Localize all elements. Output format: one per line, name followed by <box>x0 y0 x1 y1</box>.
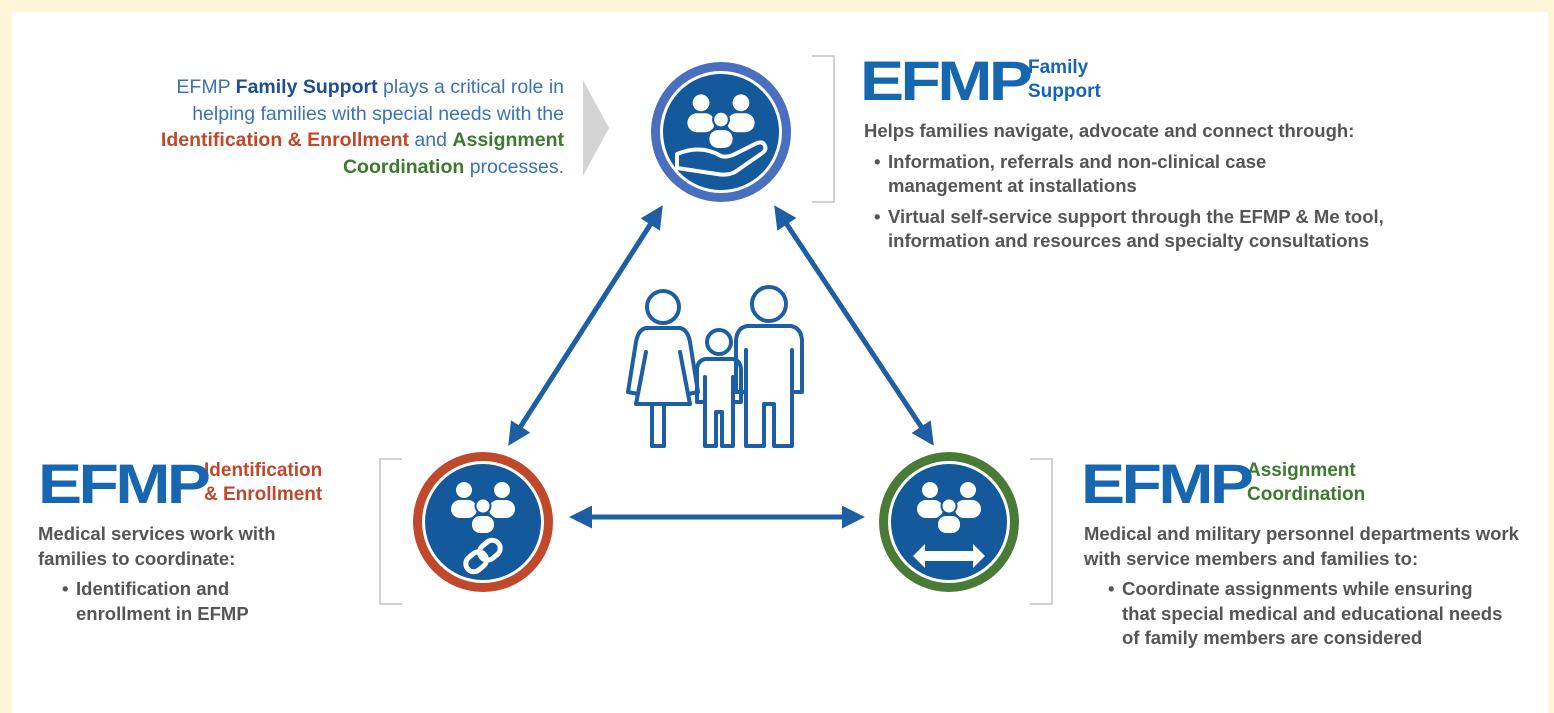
family-support-description: Helps families navigate, advocate and co… <box>864 119 1504 260</box>
assignment-heading: EFMP Assignment Coordination <box>1081 452 1366 515</box>
family-support-bullets: Information, referrals and non-clinical … <box>864 150 1504 254</box>
identification-bullet: Identification and enrollment in EFMP <box>52 577 348 626</box>
bracket-left <box>379 458 402 605</box>
intro-part-2: plays a critical role in helping familie… <box>192 76 564 125</box>
family-support-heading: EFMP Family Support <box>860 49 1101 112</box>
family-support-bullet: Virtual self-service support through the… <box>864 205 1504 254</box>
intro-family-support: Family Support <box>235 76 378 98</box>
identification-heading: EFMP Identification & Enrollment <box>38 452 323 515</box>
family-in-hand-icon <box>651 62 791 202</box>
bracket-right <box>1030 458 1053 605</box>
family-figures-icon <box>626 285 804 448</box>
identification-bullets: Identification and enrollment in EFMP <box>38 577 348 626</box>
intro-identification-enrollment: Identification & Enrollment <box>160 129 410 151</box>
assignment-bullet: Coordinate assignments while ensuring th… <box>1098 577 1524 651</box>
chevron-shape <box>583 80 609 176</box>
assignment-lead: Medical and military personnel departmen… <box>1084 523 1519 569</box>
family-support-bullet: Information, referrals and non-clinical … <box>864 150 1504 199</box>
diagram-graphics <box>379 55 1053 605</box>
efmp-logo-text: EFMP <box>38 452 211 515</box>
family-support-sub1: Family <box>1028 57 1089 78</box>
assignment-bullets: Coordinate assignments while ensuring th… <box>1084 577 1524 651</box>
intro-part-1: EFMP <box>176 76 236 98</box>
family-exchange-icon <box>879 452 1019 592</box>
arrow-top-right <box>774 205 934 446</box>
family-support-sub2: Support <box>1028 81 1101 102</box>
bracket-top <box>812 55 835 203</box>
efmp-logo-text: EFMP <box>860 49 1033 112</box>
intro-part-3: and <box>409 129 453 151</box>
identification-sub1: Identification <box>204 460 323 481</box>
intro-assignment-coordination: Assignment Coordination <box>342 129 564 178</box>
intro-part-4: processes. <box>464 155 564 178</box>
identification-lead: Medical services work with families to c… <box>38 523 276 569</box>
family-link-icon <box>413 452 553 592</box>
identification-description: Medical services work with families to c… <box>38 522 348 632</box>
identification-sub2: & Enrollment <box>204 484 323 505</box>
intro-text: EFMP Family Support plays a critical rol… <box>112 74 564 180</box>
diagram-canvas: EFMP Family Support plays a critical rol… <box>12 12 1548 713</box>
assignment-sub1: Assignment <box>1247 460 1356 481</box>
arrow-top-left <box>508 205 663 446</box>
assignment-description: Medical and military personnel departmen… <box>1084 522 1524 657</box>
efmp-logo-text: EFMP <box>1081 452 1254 515</box>
family-support-lead: Helps families navigate, advocate and co… <box>864 120 1355 141</box>
assignment-sub2: Coordination <box>1247 484 1366 505</box>
